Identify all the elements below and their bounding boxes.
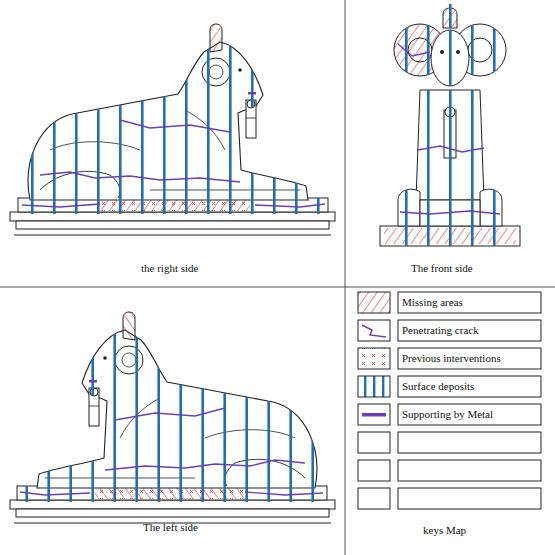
legend-text: Missing areas <box>402 296 463 309</box>
view-caption: keys Map <box>423 524 466 537</box>
view-caption: the right side <box>141 262 198 275</box>
right-side-view <box>10 20 340 235</box>
legend-text: Penetrating crack <box>402 324 479 337</box>
legend-text: Surface deposits <box>402 380 474 393</box>
front-view <box>372 0 532 250</box>
legend-text: Previous interventions <box>402 352 501 365</box>
legend-grid <box>358 292 541 509</box>
left-side-view <box>5 308 335 523</box>
legend-text: Supporting by Metal <box>402 408 493 421</box>
view-caption: The front side <box>411 262 473 275</box>
view-caption: The left side <box>143 521 198 534</box>
